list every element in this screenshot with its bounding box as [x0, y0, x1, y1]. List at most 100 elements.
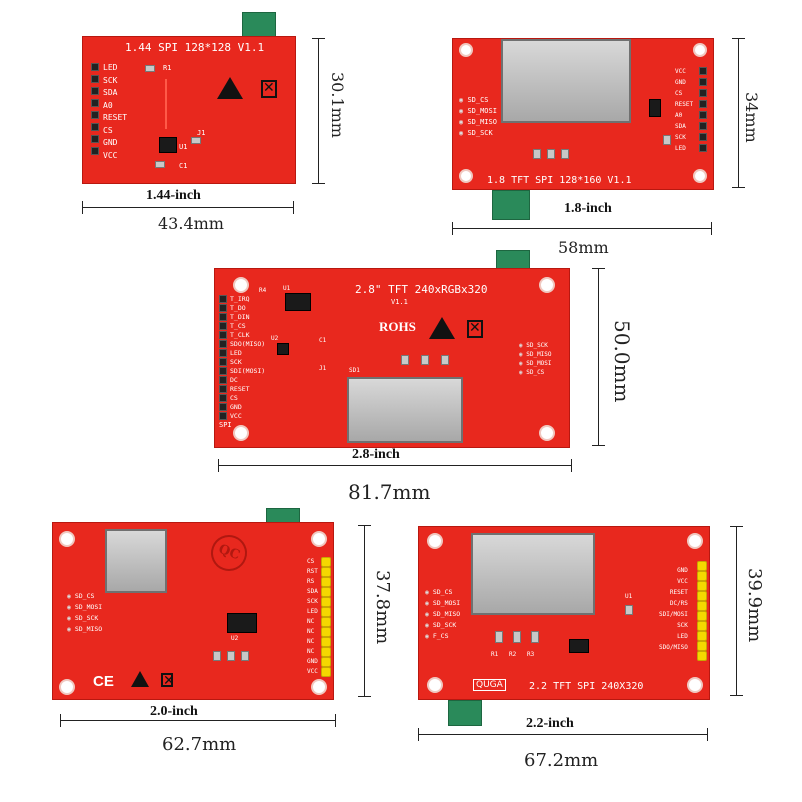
resistor [547, 149, 555, 159]
pin-label: SDA [675, 123, 686, 130]
width-dimension-line [452, 222, 712, 235]
pin-label: VCC [103, 150, 118, 160]
pin-label: T_IRQ [230, 295, 250, 303]
pin-label: DC/RS [669, 600, 688, 607]
protective-film-tab [492, 190, 530, 220]
pin-label: GND [103, 138, 118, 147]
width-dimension-line [218, 459, 572, 472]
pin-label: LED [675, 145, 686, 152]
sd-pin-label: SD_CS [425, 587, 460, 598]
spi-label: SPI [219, 421, 232, 429]
height-dimension: 30.1mm [328, 72, 347, 138]
pin-label: T_DO [230, 304, 246, 312]
pin-label: GND [230, 403, 242, 411]
pin-label: NC [307, 648, 315, 655]
sd-pin-label: SD_MISO [425, 609, 460, 620]
mount-hole [693, 43, 707, 57]
j1-label: J1 [319, 365, 327, 372]
width-dimension: 67.2mm [524, 750, 599, 771]
sd-pin-label: SD_MOSI [519, 359, 551, 368]
height-dimension: 39.9mm [744, 568, 765, 643]
r1-label: R1 [163, 64, 172, 72]
u1-label: U1 [283, 285, 291, 292]
width-dimension-line [418, 728, 708, 741]
c1-label: C1 [179, 162, 188, 170]
pin-label: T_CLK [230, 331, 250, 339]
board-title: 1.8 TFT SPI 128*160 V1.1 [487, 175, 632, 186]
regulator-chip [277, 343, 289, 355]
resistor [421, 355, 429, 365]
width-dimension: 81.7mm [348, 480, 431, 504]
trace [165, 79, 167, 129]
weee-bin-icon [467, 319, 483, 338]
weee-bin-icon [261, 79, 277, 98]
pin-label: RESET [103, 113, 128, 122]
pin-header [91, 63, 99, 155]
pin-label: DC [230, 376, 238, 384]
r2-label: R2 [509, 651, 517, 658]
sd-pin-label: SD_CS [67, 591, 102, 602]
pin-label: SCK [307, 598, 318, 605]
mount-hole [687, 533, 703, 549]
resistor [145, 65, 155, 72]
pin-label: GND [677, 567, 688, 574]
r1-label: R1 [491, 651, 499, 658]
pin-label: A0 [103, 100, 113, 110]
pin-label: SCK [675, 134, 686, 141]
touch-controller-chip [285, 293, 311, 311]
pin-label: SCK [103, 75, 118, 85]
height-dimension: 34mm [742, 92, 761, 143]
esd-warning-icon [217, 77, 243, 99]
capacitor [191, 137, 201, 144]
pin-label: SDI/MOSI [659, 611, 688, 618]
height-dimension: 50.0mm [610, 320, 634, 403]
mount-hole [687, 677, 703, 693]
resistor [531, 631, 539, 643]
sd1-label: SD1 [349, 367, 360, 374]
pin-label: NC [307, 628, 315, 635]
board-2-8-inch: 2.8" TFT 240xRGBx320 V1.1 ROHS T_IRQT_DO… [214, 268, 570, 448]
capacitor [155, 161, 165, 168]
esd-warning-icon [131, 671, 149, 687]
sd-card-slot [105, 529, 167, 593]
board-title: 1.44 SPI 128*128 V1.1 [125, 41, 265, 54]
r3-label: R3 [527, 651, 535, 658]
pin-label: T_DIN [230, 313, 250, 321]
pin-label: VCC [677, 578, 688, 585]
width-dimension-line [60, 714, 336, 727]
height-dimension-line [592, 268, 605, 446]
u2-label: U2 [271, 335, 279, 342]
version-label: V1.1 [391, 298, 408, 306]
mount-hole [311, 679, 327, 695]
pin-label: SCK [677, 622, 688, 629]
sd-pin-label: SD_MOSI [459, 106, 497, 117]
mount-hole [539, 425, 555, 441]
height-dimension-line [358, 525, 371, 697]
mount-hole [311, 531, 327, 547]
pin-label: LED [103, 63, 118, 72]
pin-header [697, 561, 707, 661]
resistor [213, 651, 221, 661]
pin-label: NC [307, 618, 315, 625]
protective-film-tab [242, 12, 276, 40]
ic-chip [649, 99, 661, 117]
resistor [241, 651, 249, 661]
pin-label: CS [307, 558, 315, 565]
pin-label: VCC [230, 412, 242, 420]
rohs-label: ROHS [379, 319, 416, 334]
pin-label: A0 [675, 112, 683, 119]
esd-warning-icon [429, 317, 455, 339]
width-dimension: 43.4mm [158, 214, 224, 233]
sd-pin-label: SD_CS [519, 368, 552, 377]
j1-label: J1 [197, 129, 206, 137]
height-dimension-line [732, 38, 745, 188]
ic-chip [227, 613, 257, 633]
size-label: 2.0-inch [150, 704, 198, 719]
